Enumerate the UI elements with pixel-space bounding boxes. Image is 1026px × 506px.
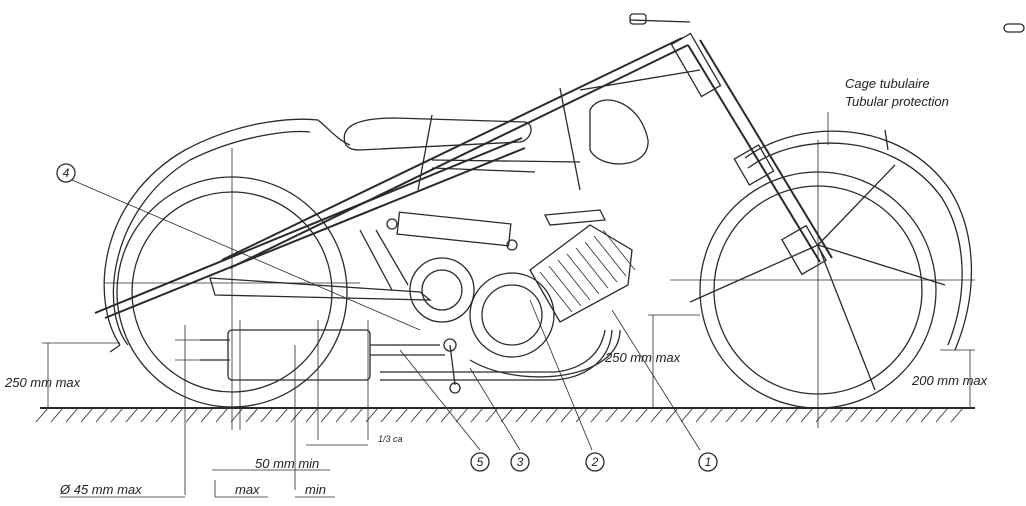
tubular-cage — [744, 112, 973, 351]
seat — [343, 117, 532, 151]
cage-label-en: Tubular protection — [845, 94, 949, 109]
callout-5: 5 — [470, 452, 490, 472]
callout-4-label: 4 — [63, 166, 70, 180]
rear-wheel — [105, 148, 360, 430]
callout-2-label: 2 — [591, 455, 599, 469]
callout-4: 4 — [56, 163, 76, 183]
callout-3: 3 — [510, 452, 530, 472]
callout-1: 1 — [698, 452, 718, 472]
front-height-label: 200 mm max — [911, 373, 988, 388]
dimensions — [42, 314, 975, 498]
min-label: min — [305, 482, 326, 497]
rear-mudguard — [103, 118, 351, 353]
callout-2: 2 — [585, 452, 605, 472]
front-fork — [629, 13, 833, 276]
fifty-min-label: 50 mm min — [255, 456, 319, 471]
frame — [94, 37, 701, 319]
rear-height-label: 250 mm max — [4, 375, 81, 390]
front-wheel — [670, 140, 975, 428]
engine — [409, 209, 636, 378]
ground — [35, 407, 975, 423]
rear-shock — [386, 211, 518, 251]
callout-3-label: 3 — [517, 455, 524, 469]
diameter-label: Ø 45 mm max — [59, 482, 142, 497]
engine-height-label: 250 mm max — [604, 350, 681, 365]
cage-label-fr: Cage tubulaire — [845, 76, 930, 91]
callout-1-label: 1 — [705, 455, 712, 469]
silencer — [175, 320, 613, 495]
fraction-label: 1/3 ca — [378, 434, 403, 444]
max-label: max — [235, 482, 260, 497]
callout-leaders — [71, 179, 701, 451]
page-edge-mark — [1003, 23, 1025, 33]
callout-5-label: 5 — [477, 455, 484, 469]
